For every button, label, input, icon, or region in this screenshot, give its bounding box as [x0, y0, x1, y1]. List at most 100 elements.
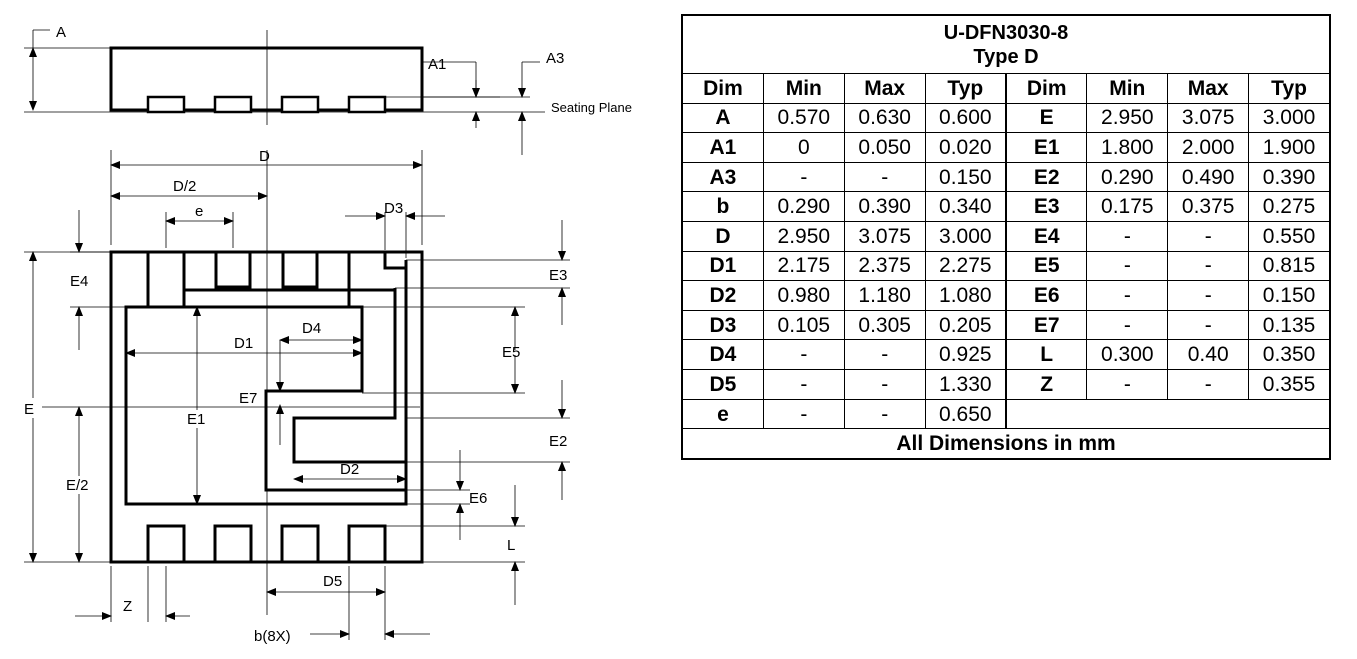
label-E1: E1	[187, 411, 205, 428]
table-cell: 0.355	[1248, 369, 1330, 400]
table-cell: -	[1167, 369, 1250, 400]
table-cell: 0.350	[1248, 339, 1330, 371]
label-D1: D1	[234, 335, 253, 352]
table-cell: 0.305	[843, 309, 926, 341]
table-cell: 0.490	[1167, 161, 1250, 193]
table-cell: 0.375	[1167, 191, 1250, 223]
table-cell: -	[1167, 280, 1250, 311]
table-header-cell: Dim	[682, 73, 764, 104]
table-cell: 0.300	[1086, 339, 1169, 371]
table-cell: E4	[1005, 221, 1088, 252]
table-cell: D1	[682, 250, 764, 282]
table-cell: -	[762, 398, 845, 430]
table-cell: 2.000	[1167, 132, 1250, 163]
table-cell: 0	[762, 132, 845, 163]
table-cell: 0.150	[1248, 280, 1330, 311]
table-cell: -	[1086, 369, 1169, 400]
table-cell: 0.135	[1248, 309, 1330, 341]
table-cell: D	[682, 221, 764, 252]
label-E4: E4	[70, 273, 88, 290]
label-D3: D3	[384, 200, 403, 217]
label-E5: E5	[502, 344, 520, 361]
label-E: E	[24, 401, 34, 418]
table-cell: 0.925	[924, 339, 1007, 371]
table-cell: 0.815	[1248, 250, 1330, 282]
table-cell: A3	[682, 161, 764, 193]
table-cell: 2.950	[762, 221, 845, 252]
table-cell: E7	[1005, 309, 1088, 341]
label-E6: E6	[469, 490, 487, 507]
label-Z: Z	[123, 598, 132, 615]
table-cell: 0.390	[843, 191, 926, 223]
table-cell: 0.050	[843, 132, 926, 163]
label-A: A	[56, 24, 66, 41]
table-header-cell: Max	[843, 73, 926, 104]
table-cell: 0.290	[1086, 161, 1169, 193]
table-cell: 0.390	[1248, 161, 1330, 193]
table-cell: 0.600	[924, 102, 1007, 134]
table-cell: 0.980	[762, 280, 845, 311]
table-cell: 0.020	[924, 132, 1007, 163]
table-cell: 0.40	[1167, 339, 1250, 371]
table-header-cell: Typ	[1248, 73, 1330, 104]
table-cell: -	[843, 339, 926, 371]
label-seating-plane: Seating Plane	[551, 100, 632, 115]
table-cell: 0.175	[1086, 191, 1169, 223]
package-outline-drawing: A A1 A3 Seating Plane D	[22, 24, 632, 645]
table-cell: 2.950	[1086, 102, 1169, 134]
table-cell: L	[1005, 339, 1088, 371]
table-row: e--0.650	[682, 398, 1330, 430]
table-cell: A1	[682, 132, 764, 163]
table-cell: -	[1086, 280, 1169, 311]
table-cell: 0.650	[924, 398, 1007, 430]
table-cell: -	[843, 398, 926, 430]
table-header-cell: Max	[1167, 73, 1250, 104]
table-cell: E6	[1005, 280, 1088, 311]
label-D-half: D/2	[173, 178, 196, 195]
table-cell: 3.075	[843, 221, 926, 252]
table-cell: 1.330	[924, 369, 1007, 400]
table-cell: 0.150	[924, 161, 1007, 193]
table-empty-cell	[1005, 398, 1330, 430]
table-title-line1: U-DFN3030-8	[943, 21, 1069, 44]
table-cell: 0.205	[924, 309, 1007, 341]
side-view: A A1 A3 Seating Plane	[24, 24, 632, 155]
table-cell: -	[1086, 221, 1169, 252]
table-cell: 2.175	[762, 250, 845, 282]
label-A1: A1	[428, 56, 446, 73]
table-header-cell: Min	[762, 73, 845, 104]
table-cell: 1.900	[1248, 132, 1330, 163]
table-cell: E5	[1005, 250, 1088, 282]
label-D: D	[259, 148, 270, 165]
table-cell: -	[843, 369, 926, 400]
table-cell: Z	[1005, 369, 1088, 400]
table-cell: 0.105	[762, 309, 845, 341]
table-cell: -	[762, 339, 845, 371]
table-title-line2: Type D	[973, 45, 1039, 68]
table-cell: 1.080	[924, 280, 1007, 311]
label-E7: E7	[239, 390, 257, 407]
table-cell: -	[1167, 309, 1250, 341]
table-cell: 0.275	[1248, 191, 1330, 223]
label-D5: D5	[323, 573, 342, 590]
table-cell: -	[843, 161, 926, 193]
table-title: U-DFN3030-8 Type D	[682, 15, 1330, 74]
label-e: e	[195, 203, 203, 220]
table-cell: 0.550	[1248, 221, 1330, 252]
table-cell: 1.180	[843, 280, 926, 311]
table-cell: D4	[682, 339, 764, 371]
table-footer: All Dimensions in mm	[682, 428, 1330, 459]
label-A3: A3	[546, 50, 564, 67]
table-cell: 3.075	[1167, 102, 1250, 134]
